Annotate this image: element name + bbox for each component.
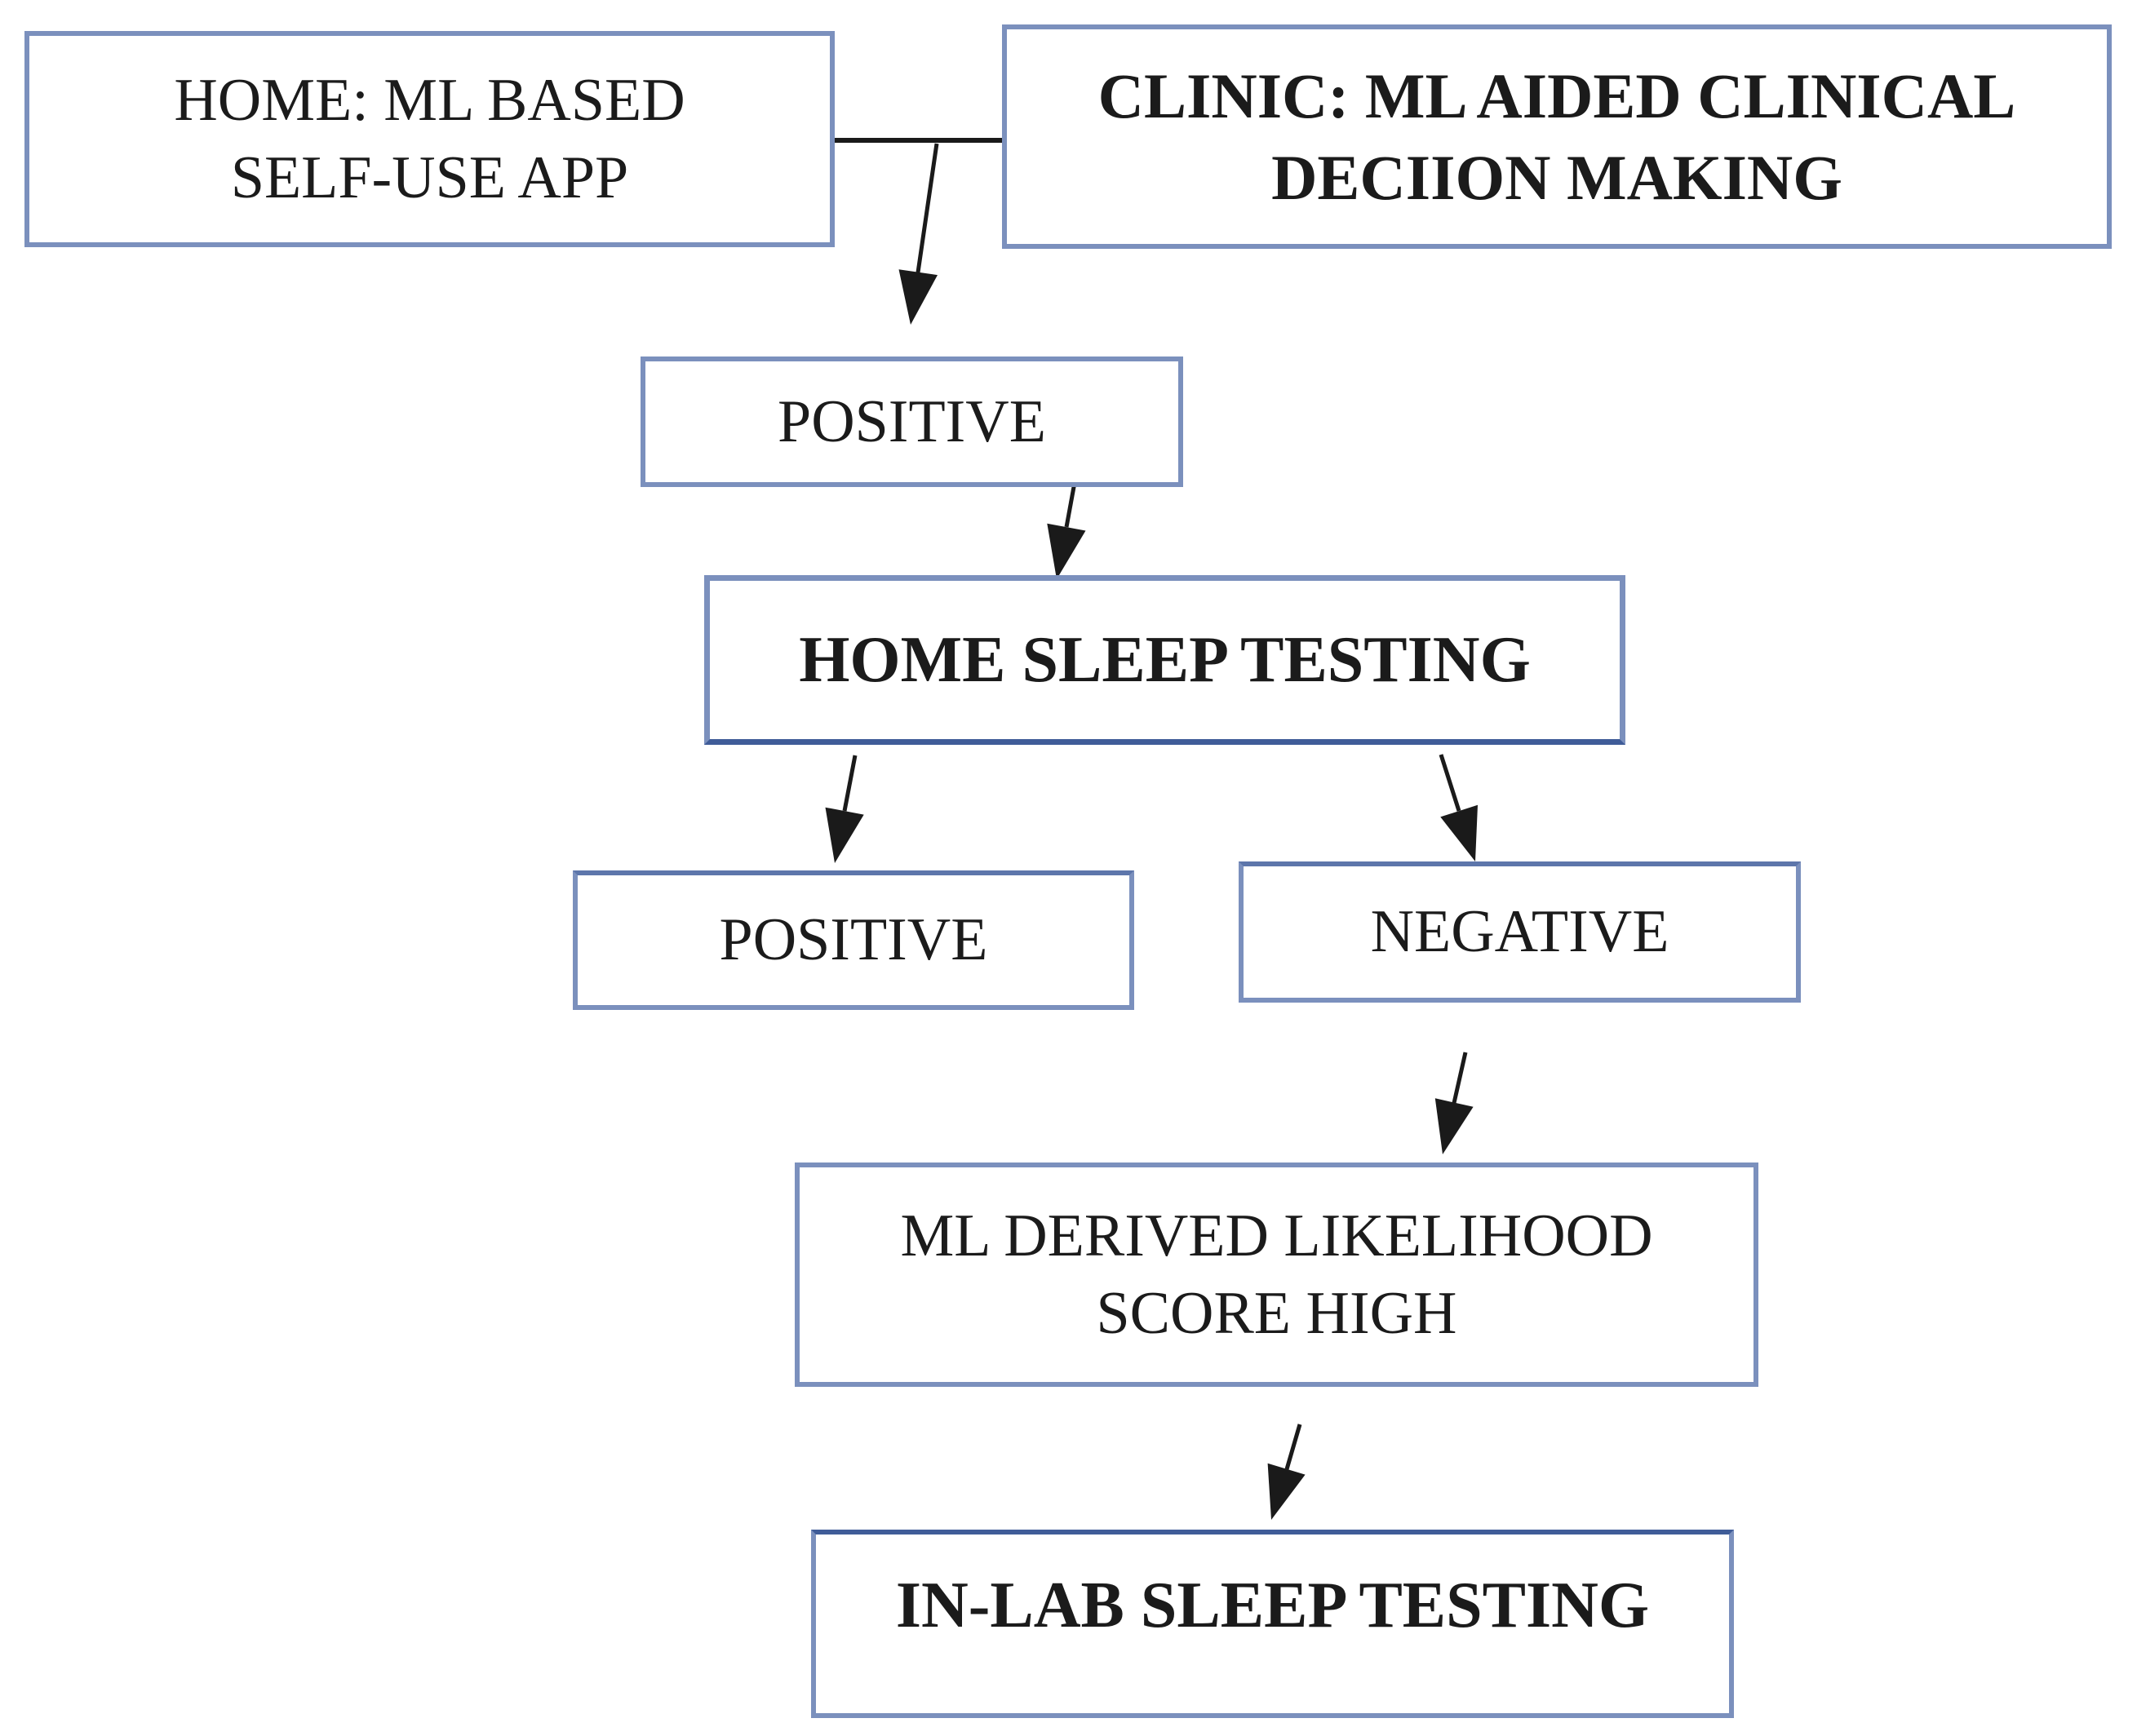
node-label: HOME SLEEP TESTING <box>799 623 1531 696</box>
node-home-ml-based-self-use-app: HOME: ML BASED SELF-USE APP <box>24 31 835 247</box>
node-positive-screen: POSITIVE <box>641 356 1183 487</box>
node-label: NEGATIVE <box>1370 898 1669 966</box>
node-positive-result: POSITIVE <box>573 870 1134 1010</box>
node-label-line: CLINIC: ML AIDED CLINICAL <box>1097 60 2016 131</box>
node-negative-result: NEGATIVE <box>1239 861 1801 1003</box>
arrow-hst-to-positive-result <box>825 755 864 863</box>
arrow-hst-to-negative-result <box>1439 754 1478 861</box>
node-home-sleep-testing: HOME SLEEP TESTING <box>704 575 1625 745</box>
node-label-line: ML DERIVED LIKELIHOOD <box>900 1202 1653 1269</box>
arrow-ml-to-in-lab <box>1267 1424 1306 1520</box>
node-label-line: SCORE HIGH <box>1096 1279 1457 1347</box>
node-label-line: SELF-USE APP <box>230 144 629 211</box>
arrow-positive-to-home-sleep-testing <box>1047 477 1086 579</box>
arrow-negative-to-ml-likelihood <box>1434 1052 1474 1154</box>
node-label: POSITIVE <box>719 906 988 974</box>
node-clinic-ml-aided-decision-making: CLINIC: ML AIDED CLINICAL DECIION MAKING <box>1002 24 2112 249</box>
node-ml-derived-likelihood-score-high: ML DERIVED LIKELIHOOD SCORE HIGH <box>795 1162 1758 1387</box>
node-label: POSITIVE <box>778 388 1046 455</box>
arrow-to-positive-screen <box>898 143 939 325</box>
node-in-lab-sleep-testing: IN-LAB SLEEP TESTING <box>811 1530 1734 1718</box>
node-label-line: HOME: ML BASED <box>174 66 685 134</box>
node-label-line: DECIION MAKING <box>1271 141 1842 213</box>
node-label: IN-LAB SLEEP TESTING <box>895 1569 1650 1641</box>
